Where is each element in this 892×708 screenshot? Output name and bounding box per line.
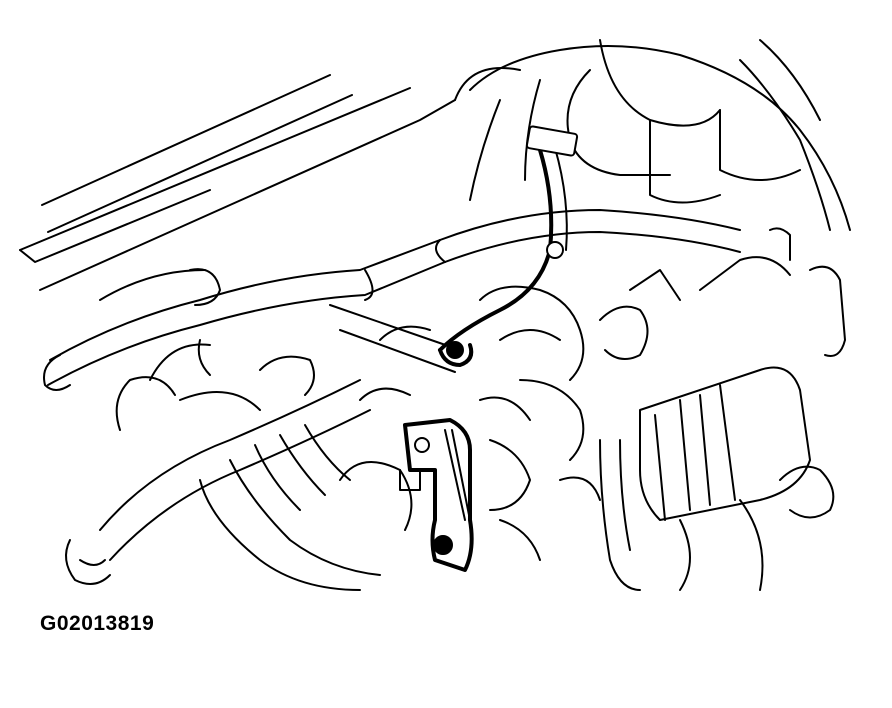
figure-id-label: G02013819 — [40, 612, 155, 635]
engine-bay-line-drawing — [19, 39, 851, 591]
mounting-bracket — [399, 418, 474, 572]
distributor-assembly — [599, 227, 846, 591]
wiring-harness — [438, 125, 579, 367]
engine-detail-outlines — [197, 269, 681, 561]
intake-duct — [65, 343, 413, 591]
upper-component-outlines — [469, 39, 851, 231]
hose-bundle — [43, 209, 741, 391]
hood-edge-lines — [19, 67, 521, 291]
